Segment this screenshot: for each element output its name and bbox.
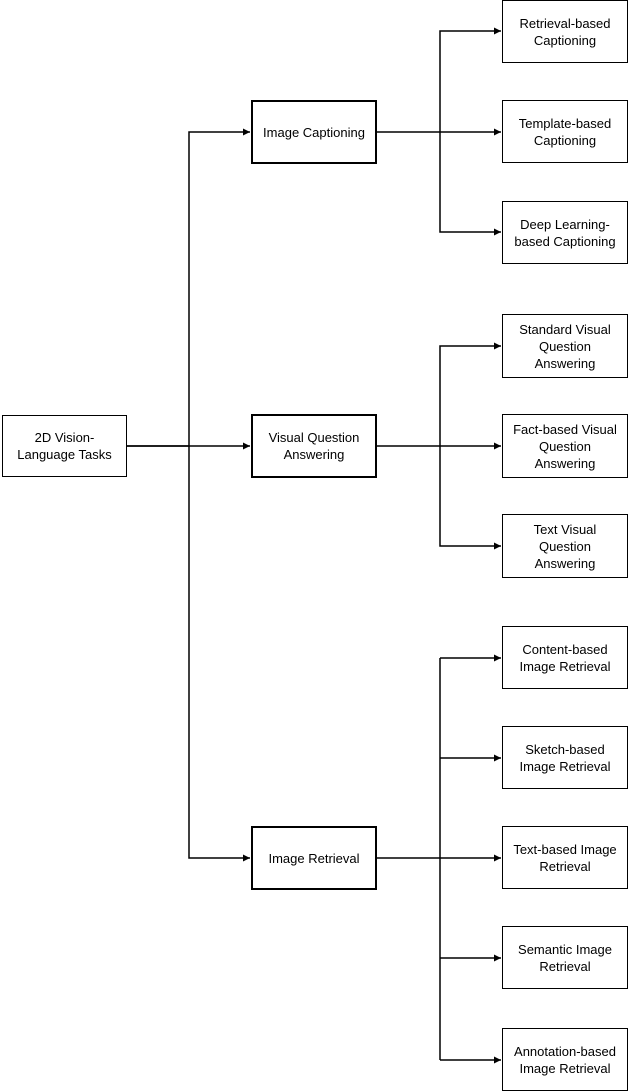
leaf-fact-based-vqa: Fact-based Visual Question Answering (502, 414, 628, 478)
category-image-captioning: Image Captioning (251, 100, 377, 164)
edge-vqa-to-standard (439, 342, 501, 446)
leaf-content-based-image-retrieval: Content-based Image Retrieval (502, 626, 628, 689)
leaf-deep-learning-based-captioning: Deep Learning- based Captioning (502, 201, 628, 264)
leaf-text-vqa: Text Visual Question Answering (502, 514, 628, 578)
edge-captioning-to-retrieval-based (439, 27, 501, 132)
category-image-retrieval: Image Retrieval (251, 826, 377, 890)
edge-root-to-image-captioning (127, 128, 250, 447)
root-node: 2D Vision- Language Tasks (2, 415, 127, 477)
leaf-standard-vqa: Standard Visual Question Answering (502, 314, 628, 378)
edge-captioning-to-deep-learning (439, 132, 501, 236)
edge-root-to-image-retrieval (188, 446, 250, 862)
leaf-retrieval-based-captioning: Retrieval-based Captioning (502, 0, 628, 63)
leaf-annotation-based-image-retrieval: Annotation-based Image Retrieval (502, 1028, 628, 1091)
leaf-sketch-based-image-retrieval: Sketch-based Image Retrieval (502, 726, 628, 789)
leaf-text-based-image-retrieval: Text-based Image Retrieval (502, 826, 628, 889)
edge-vqa-to-text (439, 446, 501, 550)
leaf-template-based-captioning: Template-based Captioning (502, 100, 628, 163)
category-visual-question-answering: Visual Question Answering (251, 414, 377, 478)
leaf-semantic-image-retrieval: Semantic Image Retrieval (502, 926, 628, 989)
